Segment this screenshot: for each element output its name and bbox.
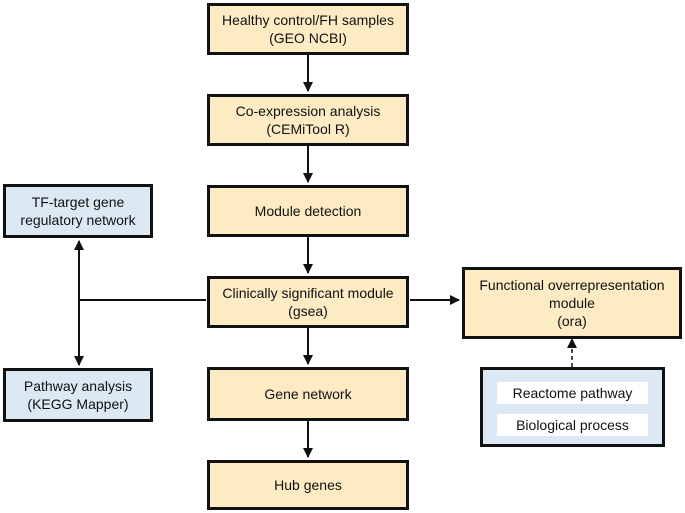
node-coexpression-line1: Co-expression analysis bbox=[235, 103, 381, 119]
node-gene-network: Gene network bbox=[207, 367, 409, 421]
node-pathway-analysis: Pathway analysis (KEGG Mapper) bbox=[3, 368, 153, 422]
node-enrichment-sources: Reactome pathway Biological process bbox=[480, 367, 665, 447]
node-coexpression-line2: (CEMiTool R) bbox=[266, 121, 350, 137]
node-functional-module-line1: Functional overrepresentation bbox=[479, 277, 665, 293]
node-hub-genes-line1: Hub genes bbox=[274, 477, 342, 493]
node-pathway-analysis-line1: Pathway analysis bbox=[23, 378, 133, 394]
node-module-detection: Module detection bbox=[207, 185, 409, 237]
node-samples-line1: Healthy control/FH samples bbox=[222, 12, 394, 28]
node-functional-module-line3: (ora) bbox=[557, 313, 587, 329]
node-module-detection-line1: Module detection bbox=[254, 203, 362, 219]
node-coexpression: Co-expression analysis (CEMiTool R) bbox=[207, 94, 409, 146]
node-significant-module-line2: (gsea) bbox=[288, 303, 328, 319]
node-functional-module: Functional overrepresentation module (or… bbox=[462, 267, 682, 339]
node-functional-module-line2: module bbox=[549, 295, 595, 311]
enrichment-item-reactome: Reactome pathway bbox=[497, 382, 648, 404]
node-samples: Healthy control/FH samples (GEO NCBI) bbox=[207, 3, 409, 55]
node-gene-network-line1: Gene network bbox=[264, 386, 352, 402]
node-hub-genes: Hub genes bbox=[207, 460, 409, 510]
node-tf-network: TF-target gene regulatory network bbox=[3, 184, 153, 238]
node-significant-module: Clinically significant module (gsea) bbox=[207, 276, 409, 328]
node-significant-module-line1: Clinically significant module bbox=[222, 285, 394, 301]
enrichment-item-biological-process: Biological process bbox=[497, 414, 648, 436]
node-pathway-analysis-line2: (KEGG Mapper) bbox=[27, 396, 129, 412]
node-tf-network-line2: regulatory network bbox=[20, 212, 136, 228]
node-samples-line2: (GEO NCBI) bbox=[269, 30, 347, 46]
node-tf-network-line1: TF-target gene bbox=[31, 194, 125, 210]
